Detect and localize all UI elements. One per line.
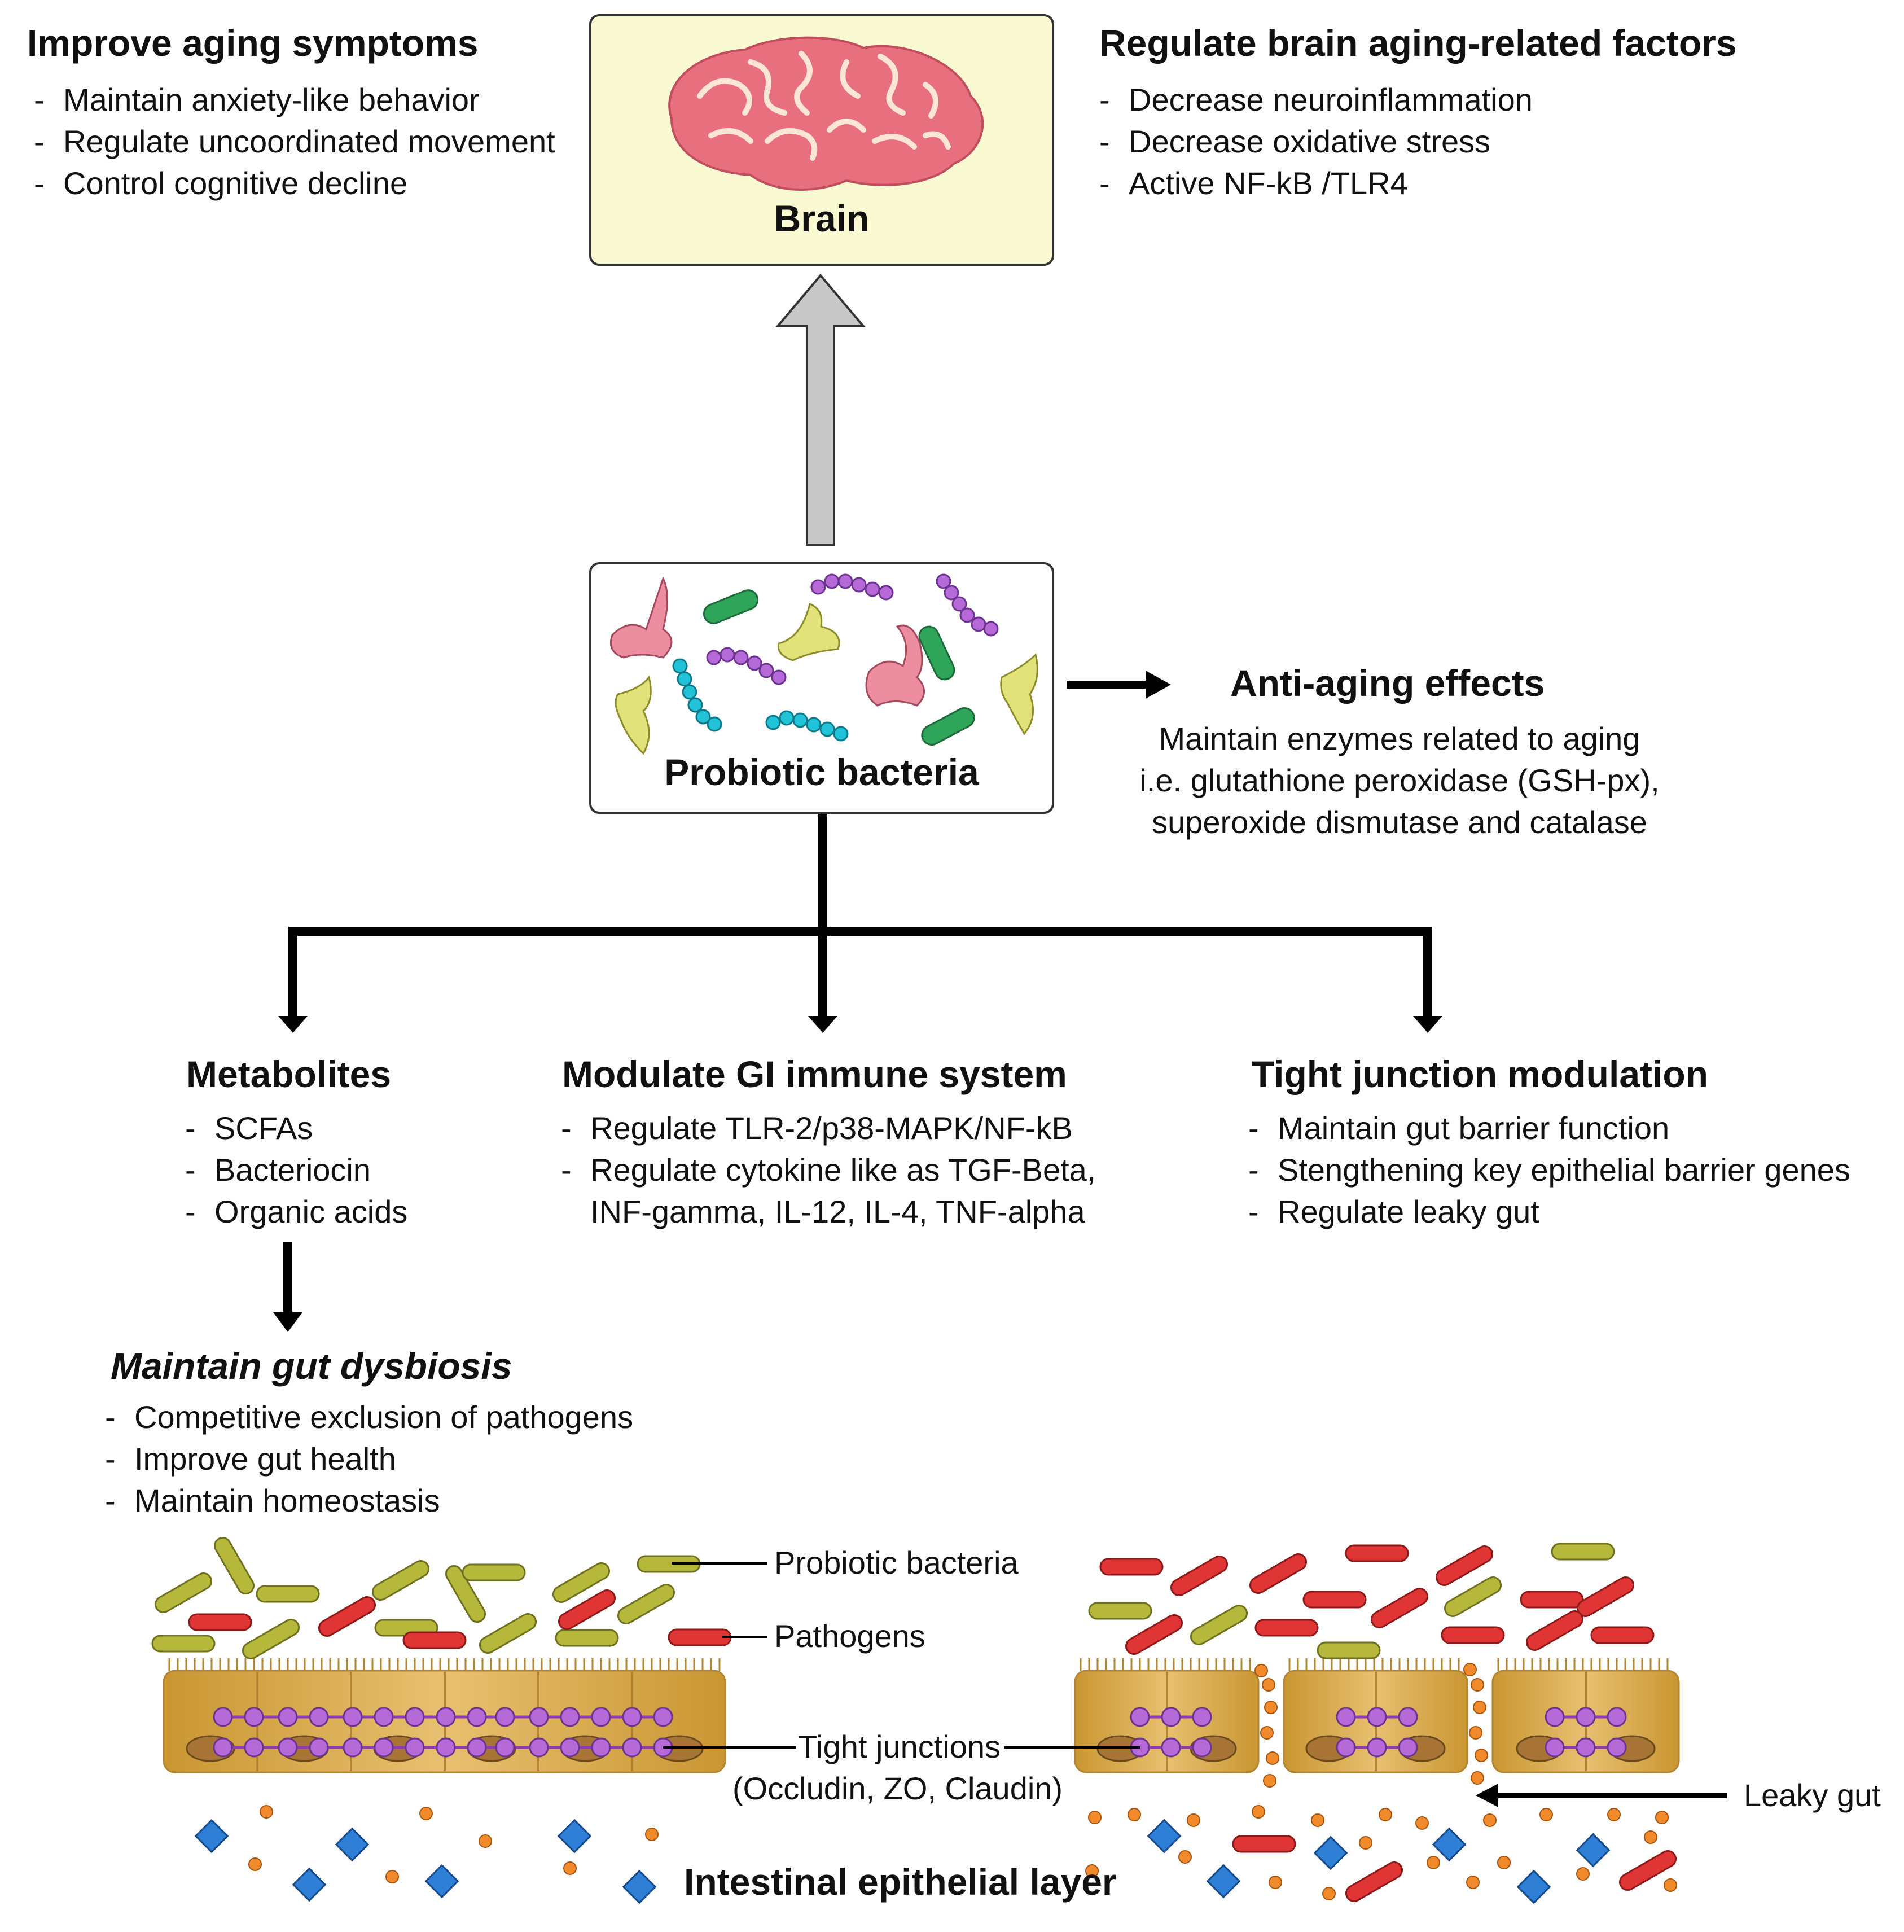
brain-box: Brain — [589, 14, 1054, 266]
probiotic-label: Probiotic bacteria — [664, 751, 979, 793]
metabolites-list: -SCFAs -Bacteriocin -Organic acids — [185, 1107, 407, 1233]
anti-aging-title: Anti-aging effects — [1230, 662, 1545, 704]
list-item: -Control cognitive decline — [34, 165, 408, 201]
list-item: -Regulate TLR-2/p38-MAPK/NF-kB — [561, 1110, 1073, 1146]
right-arrow — [1067, 671, 1171, 699]
list-item: -Maintain anxiety-like behavior — [34, 82, 480, 117]
gut-lumen-left — [151, 1536, 732, 1659]
tight-junctions-label: Tight junctions — [798, 1729, 1001, 1764]
list-item: -Decrease oxidative stress — [1099, 124, 1491, 159]
branch-arrows — [273, 813, 1442, 1332]
list-item: -Regulate uncoordinated movement — [34, 124, 555, 159]
metabolites-title: Metabolites — [186, 1053, 392, 1095]
list-item: -Maintain gut barrier function — [1248, 1110, 1670, 1146]
anti-aging-text: Maintain enzymes related to aging i.e. g… — [1139, 721, 1660, 840]
list-item: -Improve gut health — [105, 1441, 396, 1477]
leaky-gut-arrow — [1476, 1784, 1727, 1807]
bacteria-illustration — [610, 573, 1038, 755]
list-item: -Organic acids — [185, 1194, 408, 1229]
brain-factors-list: -Decrease neuroinflammation -Decrease ox… — [1099, 79, 1533, 204]
pathogens-label: Pathogens — [774, 1618, 925, 1654]
list-item: -Bacteriocin — [185, 1152, 371, 1188]
gut-lumen-right — [1088, 1543, 1655, 1659]
tight-junction-title: Tight junction modulation — [1252, 1053, 1708, 1095]
submucosa-right — [1085, 1805, 1677, 1904]
list-item: -SCFAs — [185, 1110, 313, 1146]
aging-symptoms-title: Improve aging symptoms — [27, 22, 479, 64]
healthy-epithelium — [163, 1658, 726, 1773]
probiotic-bacteria-label: Probiotic bacteria — [774, 1545, 1019, 1580]
brain-label: Brain — [774, 198, 870, 239]
callout-lines — [663, 1562, 1140, 1749]
epithelial-layer-label: Intestinal epithelial layer — [684, 1861, 1117, 1903]
dysbiosis-list: -Competitive exclusion of pathogens -Imp… — [105, 1396, 633, 1522]
tight-junction-list: -Maintain gut barrier function -Stengthe… — [1248, 1107, 1850, 1233]
probiotic-box: Probiotic bacteria — [589, 562, 1054, 814]
leaky-epithelium — [1074, 1658, 1680, 1788]
list-item: -Maintain homeostasis — [105, 1483, 440, 1518]
leaky-gut-label: Leaky gut — [1744, 1777, 1881, 1813]
tight-junctions-detail: (Occludin, ZO, Claudin) — [732, 1771, 1063, 1806]
brain-factors-title: Regulate brain aging-related factors — [1099, 22, 1737, 64]
list-item: -Stengthening key epithelial barrier gen… — [1248, 1152, 1850, 1188]
immune-title: Modulate GI immune system — [562, 1053, 1067, 1095]
submucosa-left — [194, 1805, 659, 1904]
list-item: INF-gamma, IL-12, IL-4, TNF-alpha — [590, 1194, 1085, 1229]
aging-symptoms-list: -Maintain anxiety-like behavior -Regulat… — [34, 79, 555, 204]
list-item: -Competitive exclusion of pathogens — [105, 1399, 634, 1435]
dysbiosis-title: Maintain gut dysbiosis — [111, 1345, 512, 1387]
up-arrow — [775, 273, 866, 546]
list-item: -Decrease neuroinflammation — [1099, 82, 1533, 117]
list-item: -Regulate leaky gut — [1248, 1194, 1539, 1229]
list-item: -Active NF-kB /TLR4 — [1099, 165, 1408, 201]
list-item: -Regulate cytokine like as TGF-Beta, — [561, 1152, 1096, 1188]
immune-list: -Regulate TLR-2/p38-MAPK/NF-kB -Regulate… — [561, 1107, 1095, 1233]
